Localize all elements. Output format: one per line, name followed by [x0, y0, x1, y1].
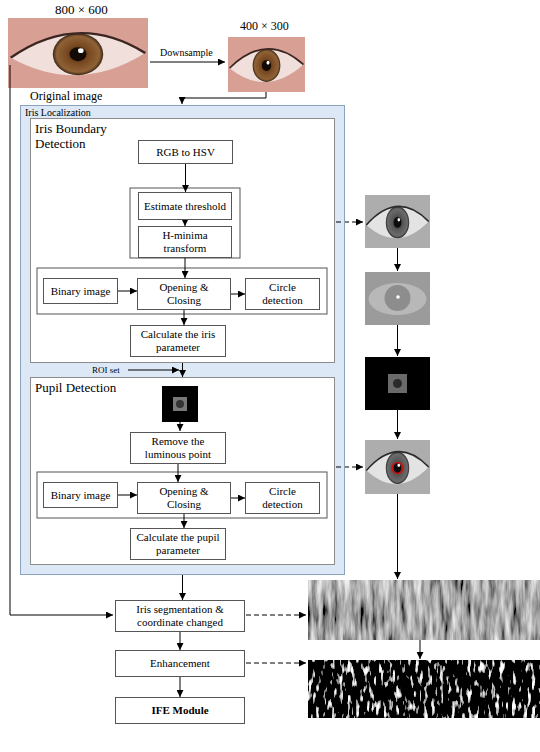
process-box: Estimate threshold: [138, 192, 232, 220]
enhanced-iris-strip: [308, 660, 540, 718]
normalized-iris-strip: [308, 580, 540, 640]
flow-arrow: [180, 632, 181, 650]
flow-arrow: [178, 464, 179, 482]
flow-arrow: [182, 575, 183, 600]
result-arrows: [398, 248, 421, 659]
process-box: Binary image: [43, 482, 118, 508]
process-box: Enhancement: [115, 650, 245, 677]
box-label: Calculate the pupil parameter: [134, 531, 222, 557]
arrow-label: ROI set: [92, 365, 120, 375]
flow-arrow: [231, 294, 245, 295]
flow-arrow: [231, 498, 245, 499]
group-frame: [37, 268, 327, 314]
process-box: Remove the luminous point: [130, 432, 226, 464]
process-box: Iris segmentation & coordinate changed: [115, 600, 245, 632]
panel-ground: [30, 377, 335, 565]
process-box: Opening & Closing: [137, 482, 231, 514]
box-label: Calculate the iris parameter: [134, 328, 222, 354]
flow-arrow: [180, 677, 181, 697]
box-label: Remove the luminous point: [134, 435, 222, 461]
box-label: Opening & Closing: [141, 281, 227, 307]
roi-result-image: [365, 357, 430, 410]
eye-photo: [8, 18, 148, 88]
panel-heading: Iris Localization: [25, 107, 340, 119]
downsample-arrow: [150, 62, 225, 63]
flow-arrow: [182, 363, 183, 377]
box-label: Circle detection: [249, 281, 316, 307]
flow-arrow: [118, 291, 137, 292]
flow-arrow: [184, 514, 185, 528]
hminima-image: [365, 272, 430, 325]
group-frame: [130, 188, 240, 258]
panel-ground: [30, 118, 335, 363]
box-label: RGB to HSV: [156, 146, 215, 159]
process-box: Calculate the iris parameter: [130, 325, 226, 357]
image-caption: 400 × 300: [240, 20, 289, 34]
arrow-label: Downsample: [160, 47, 213, 59]
group-frame: [37, 472, 327, 518]
box-label: Circle detection: [249, 485, 316, 511]
gray-eye-image: [365, 195, 430, 248]
image-caption: 800 × 600: [55, 3, 108, 18]
stage-panel: Pupil DetectionRemove the luminous point…: [30, 377, 335, 565]
roi-arrow: [180, 422, 181, 431]
process-box: Circle detection: [245, 278, 320, 310]
process-box: RGB to HSV: [138, 140, 233, 164]
box-label: Iris segmentation & coordinate changed: [119, 603, 241, 629]
flow-arrow: [118, 495, 137, 496]
box-label: Estimate threshold: [144, 200, 226, 213]
process-box: Calculate the pupil parameter: [130, 528, 226, 560]
process-box: H-minima transform: [138, 226, 232, 258]
image-caption: Original image: [30, 90, 102, 104]
panel-ground: [20, 105, 345, 575]
dashed-arrows: [246, 222, 363, 663]
outer-panel: Iris LocalizationIris Boundary Detection…: [20, 105, 345, 575]
eye-photo-small: [228, 37, 305, 92]
process-box: Binary image: [43, 278, 118, 304]
box-label: Binary image: [51, 285, 111, 298]
process-box: Circle detection: [245, 482, 320, 514]
roi-image: [162, 386, 198, 422]
panel-heading: Iris Boundary Detection: [35, 121, 135, 151]
box-label: Enhancement: [150, 657, 210, 670]
process-box: Opening & Closing: [137, 278, 231, 310]
flow-arrow: [185, 258, 186, 278]
box-label: Opening & Closing: [141, 485, 227, 511]
flow-arrow: [185, 164, 186, 192]
input-arrow: [182, 92, 266, 104]
panel-heading: Pupil Detection: [35, 380, 135, 395]
box-label: Binary image: [51, 489, 111, 502]
box-label: H-minima transform: [142, 229, 228, 255]
stage-panel: Iris Boundary DetectionRGB to HSV Estimat…: [30, 118, 335, 363]
box-label: IFE Module: [151, 704, 208, 717]
flow-arrow: [184, 310, 185, 325]
roi-arrow: [128, 370, 179, 371]
pupil-result-image: [365, 440, 430, 494]
process-box: IFE Module: [115, 697, 245, 724]
